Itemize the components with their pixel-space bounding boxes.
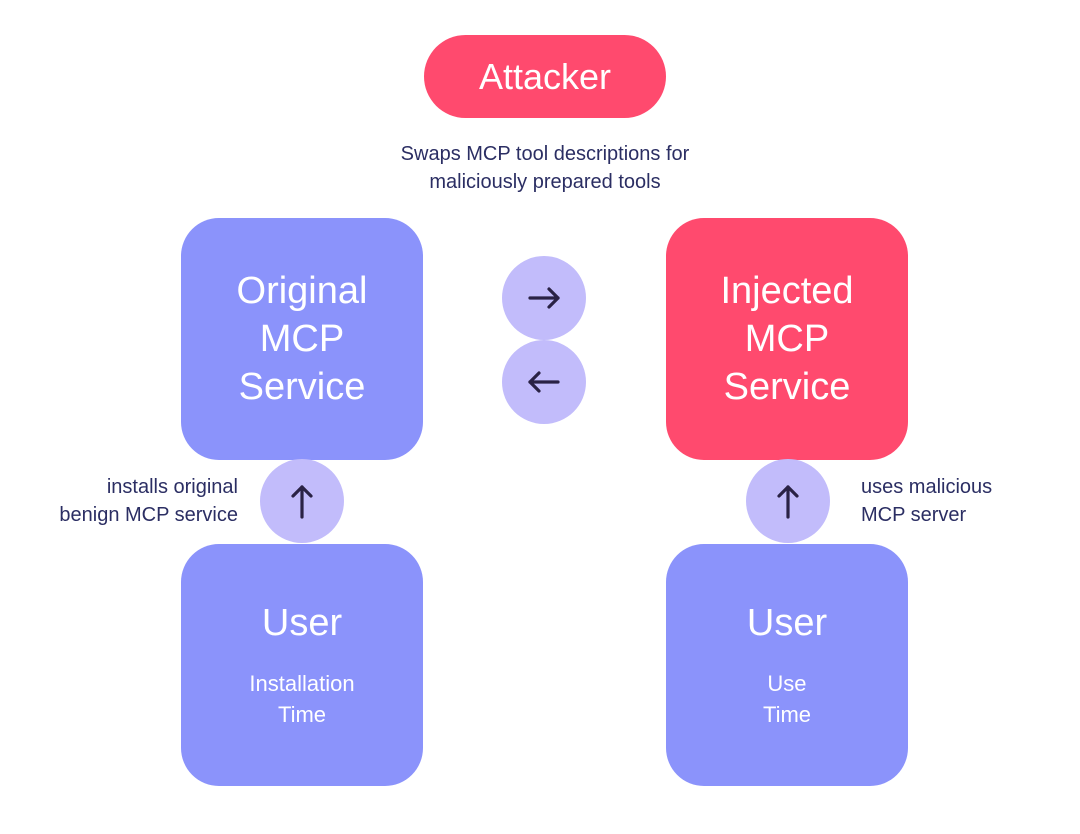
arrow-left-icon [528, 371, 560, 393]
original-service-line-2: MCP [259, 318, 345, 360]
attacker-caption-line-1: Swaps MCP tool descriptions for [400, 143, 690, 165]
right-annotation-line-2: MCP server [861, 504, 967, 526]
swap-right-circle [502, 256, 586, 340]
user-use-line-1: Use [767, 671, 807, 696]
swap-left-circle [502, 340, 586, 424]
left-annotation-line-2: benign MCP service [59, 504, 238, 526]
attacker-caption: Swaps MCP tool descriptions for maliciou… [330, 140, 760, 196]
user-install-title: User [261, 602, 343, 644]
original-service-line-1: Original [236, 270, 368, 312]
injected-service-line-1: Injected [720, 270, 854, 312]
arrow-up-icon [291, 485, 313, 519]
attacker-label: Attacker [478, 55, 612, 97]
original-service-line-3: Service [238, 366, 366, 408]
user-use-subtitle: Use Time [763, 668, 811, 730]
user-use-line-2: Time [762, 702, 812, 727]
original-mcp-service-box: Original MCP Service [181, 218, 423, 460]
arrow-up-icon [777, 485, 799, 519]
install-arrow-circle [260, 459, 344, 543]
attacker-node: Attacker [424, 35, 666, 118]
right-annotation-line-1: uses malicious [861, 476, 993, 498]
arrow-right-icon [528, 287, 560, 309]
user-use-box: User Use Time [666, 544, 908, 786]
left-annotation: installs original benign MCP service [20, 473, 238, 529]
user-install-line-1: Installation [249, 671, 355, 696]
attacker-caption-line-2: maliciously prepared tools [429, 171, 661, 193]
injected-service-line-3: Service [723, 366, 851, 408]
injected-service-line-2: MCP [744, 318, 830, 360]
right-annotation: uses malicious MCP server [861, 473, 1071, 529]
user-installation-box: User Installation Time [181, 544, 423, 786]
user-install-subtitle: Installation Time [249, 668, 354, 730]
injected-mcp-service-box: Injected MCP Service [666, 218, 908, 460]
user-use-title: User [746, 602, 828, 644]
left-annotation-line-1: installs original [106, 476, 238, 498]
use-arrow-circle [746, 459, 830, 543]
user-install-line-2: Time [277, 702, 327, 727]
